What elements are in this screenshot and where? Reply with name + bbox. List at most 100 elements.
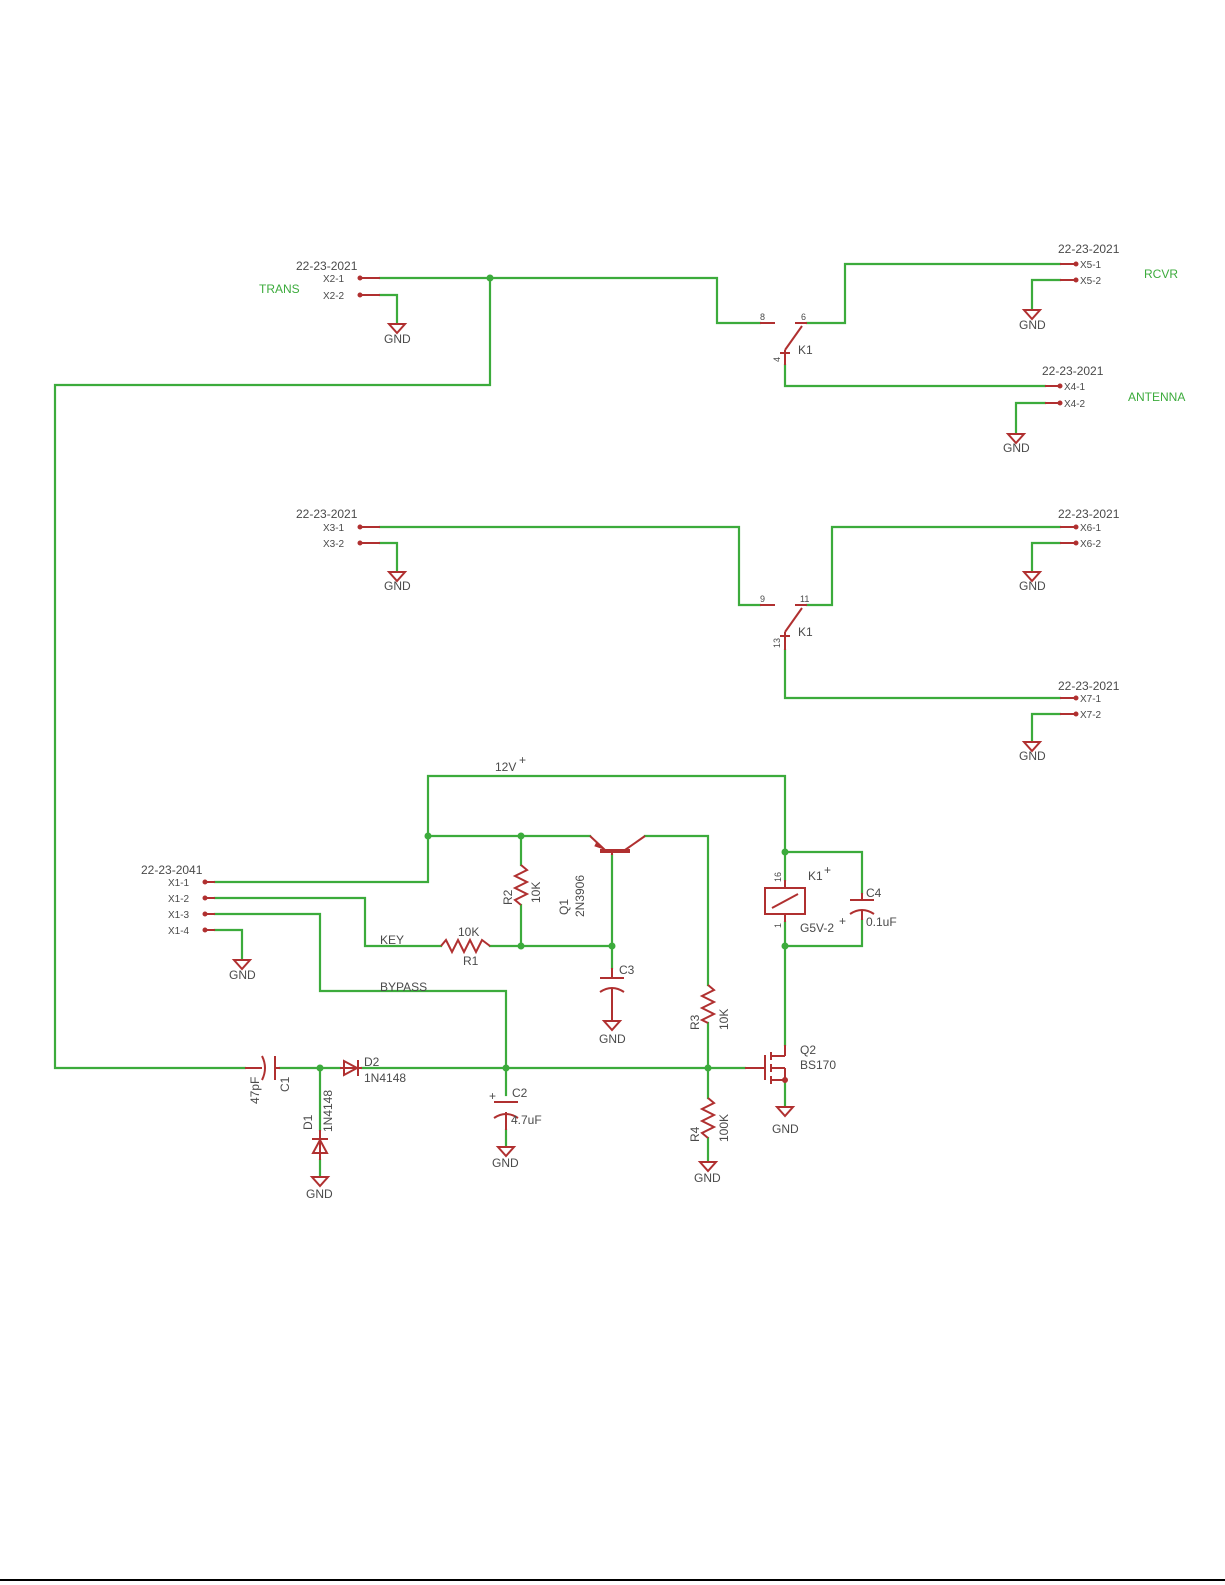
gnd-icon — [386, 323, 408, 335]
r4-name: R4 — [688, 1126, 702, 1142]
diode-d2 — [340, 1059, 362, 1077]
gnd-icon — [495, 1146, 517, 1158]
capacitor-c4 — [849, 893, 875, 920]
relay-pin-label: 11 — [800, 594, 809, 604]
gnd-icon — [1021, 741, 1043, 753]
c4-name: C4 — [866, 886, 882, 900]
x2-pin2-label: X2-2 — [323, 291, 345, 302]
junction-dot — [502, 1064, 510, 1072]
junction-dot — [781, 942, 789, 950]
resistor-r1 — [440, 937, 491, 955]
gnd-icon — [1005, 433, 1027, 445]
x5-part-label: 22-23-2021 — [1058, 242, 1120, 256]
x6-pin1-label: X6-1 — [1080, 523, 1102, 534]
gnd-label: GND — [1019, 579, 1046, 593]
x5-pin2-label: X5-2 — [1080, 276, 1102, 287]
relay-switch-b-label: K1 — [798, 625, 813, 639]
x7-pin2-label: X7-2 — [1080, 710, 1102, 721]
junctions — [316, 274, 789, 1072]
bypass-net-label: BYPASS — [380, 980, 427, 994]
mosfet-q2 — [745, 1045, 788, 1084]
x4-pin1-label: X4-1 — [1064, 382, 1086, 393]
x1-part-label: 22-23-2041 — [141, 863, 203, 877]
relay-switch-b — [760, 604, 807, 650]
c4-value: 0.1uF — [866, 915, 897, 929]
c2-name: C2 — [512, 1086, 528, 1100]
r4-value: 100K — [717, 1114, 731, 1142]
r1-value: 10K — [458, 925, 479, 939]
x7-pin1-label: X7-1 — [1080, 694, 1102, 705]
x3-pin1-label: X3-1 — [323, 523, 345, 534]
d2-value: 1N4148 — [364, 1071, 406, 1085]
relay-pin-label: 9 — [760, 594, 765, 604]
c3-name: C3 — [619, 963, 635, 977]
resistor-r4 — [699, 1097, 717, 1139]
junction-dot — [781, 848, 789, 856]
gnd-icon — [601, 1020, 623, 1032]
junction-dot — [517, 942, 525, 950]
antenna-net-label: ANTENNA — [1128, 390, 1185, 404]
gnd-icon — [231, 959, 253, 971]
gnd-label: GND — [772, 1122, 799, 1136]
gnd-label: GND — [1019, 749, 1046, 763]
x5-pin1-label: X5-1 — [1080, 260, 1102, 271]
connector-pins — [202, 261, 1079, 933]
relay-pin-label: 13 — [772, 638, 782, 648]
x7-part-label: 22-23-2021 — [1058, 679, 1120, 693]
coil-pin-label: 1 — [773, 923, 783, 928]
gnd-icon — [386, 571, 408, 583]
q1-value: 2N3906 — [573, 875, 587, 917]
gnd-icon — [1021, 571, 1043, 583]
gnd-label: GND — [384, 579, 411, 593]
coil-pin-label: 16 — [773, 872, 783, 882]
x3-pin2-label: X3-2 — [323, 539, 345, 550]
capacitor-c2 — [493, 1101, 519, 1130]
plus-icon: + — [519, 753, 526, 767]
x1-pin1-label: X1-1 — [168, 878, 190, 889]
gnd-label: GND — [1003, 441, 1030, 455]
x2-part-label: 22-23-2021 — [296, 259, 358, 273]
x4-part-label: 22-23-2021 — [1042, 364, 1104, 378]
gnd-label: GND — [384, 332, 411, 346]
diode-d1 — [311, 1130, 329, 1160]
d2-name: D2 — [364, 1055, 380, 1069]
coil-value: G5V-2 — [800, 921, 834, 935]
x1-pin3-label: X1-3 — [168, 910, 190, 921]
r1-name: R1 — [463, 954, 479, 968]
relay-switch-a-label: K1 — [798, 343, 813, 357]
junction-dot — [424, 832, 432, 840]
junction-dot — [316, 1064, 324, 1072]
x4-pin2-label: X4-2 — [1064, 399, 1086, 410]
r3-value: 10K — [717, 1009, 731, 1030]
relay-pin-label: 6 — [801, 312, 806, 322]
gnd-label: GND — [306, 1187, 333, 1201]
gnd-icon — [774, 1106, 796, 1118]
gnd-label: GND — [229, 968, 256, 982]
c1-value: 47pF — [248, 1077, 262, 1104]
trans-net-label: TRANS — [259, 282, 300, 296]
gnd-label: GND — [492, 1156, 519, 1170]
c2-value: 4.7uF — [511, 1113, 542, 1127]
d1-name: D1 — [301, 1114, 315, 1130]
rcvr-net-label: RCVR — [1144, 267, 1178, 281]
gnd-label: GND — [694, 1171, 721, 1185]
gnd-label: GND — [1019, 318, 1046, 332]
x6-part-label: 22-23-2021 — [1058, 507, 1120, 521]
junction-dot — [608, 942, 616, 950]
page-bottom-rule — [0, 1579, 1225, 1581]
c1-name: C1 — [278, 1076, 292, 1092]
capacitor-c1 — [245, 1055, 280, 1081]
plus-icon: + — [824, 863, 831, 877]
q2-name: Q2 — [800, 1043, 816, 1057]
key-net-label: KEY — [380, 933, 404, 947]
q2-value: BS170 — [800, 1058, 836, 1072]
relay-switch-a — [760, 322, 807, 365]
junction-dot — [486, 274, 494, 282]
plus-icon: + — [839, 914, 846, 928]
coil-name: K1 — [808, 869, 823, 883]
relay-coil — [764, 880, 806, 922]
x6-pin2-label: X6-2 — [1080, 539, 1102, 550]
gnd-label: GND — [599, 1032, 626, 1046]
plus-icon: + — [489, 1089, 496, 1103]
